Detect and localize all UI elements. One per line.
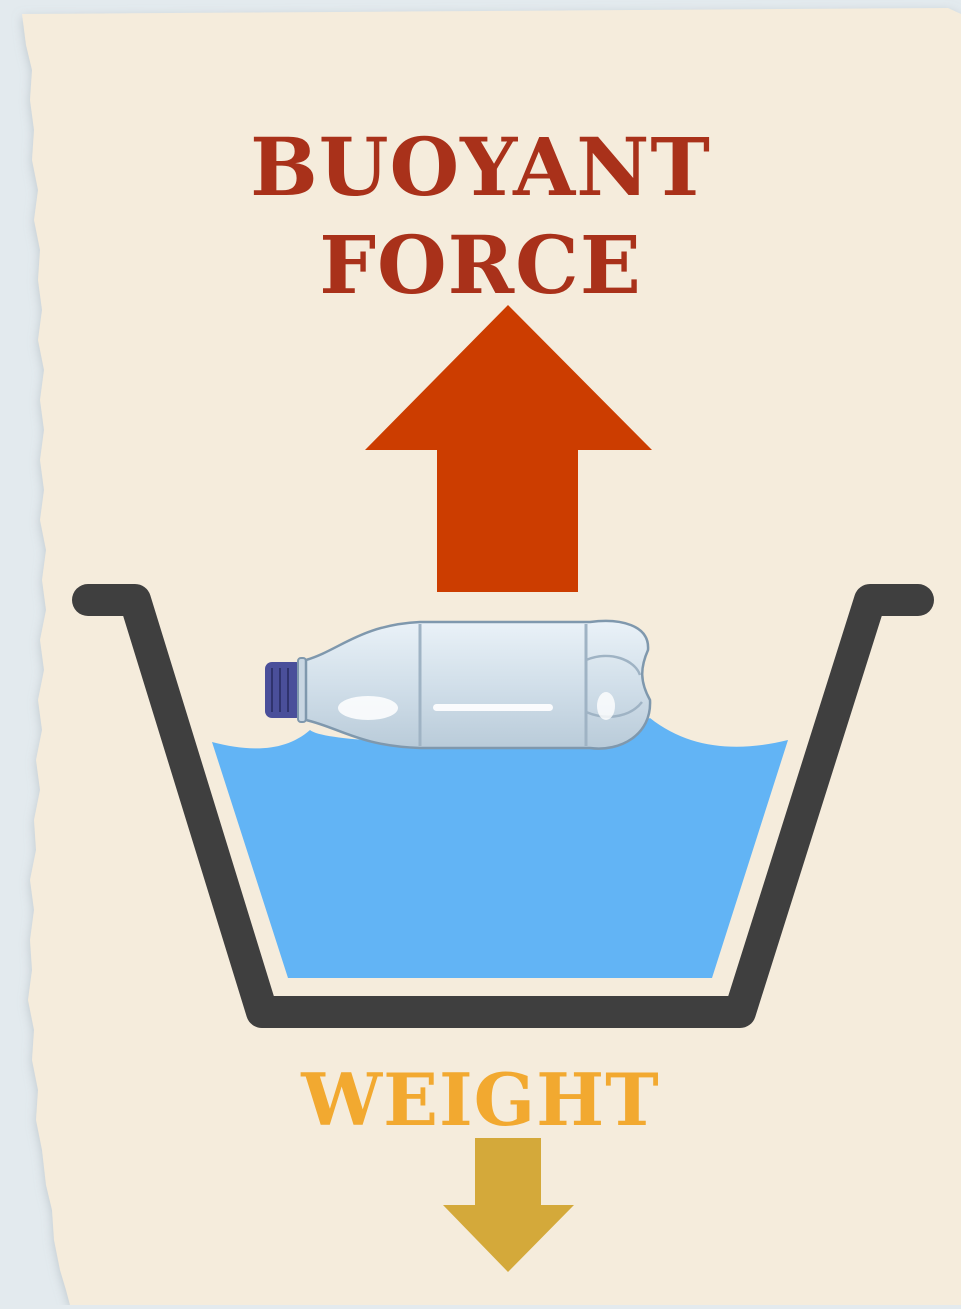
buoyant-label-line2: FORCE	[0, 216, 961, 314]
water	[212, 718, 788, 978]
buoyant-force-label: BUOYANT FORCE	[0, 118, 961, 314]
weight-label: WEIGHT	[0, 1055, 961, 1145]
buoyant-label-line1: BUOYANT	[0, 118, 961, 216]
